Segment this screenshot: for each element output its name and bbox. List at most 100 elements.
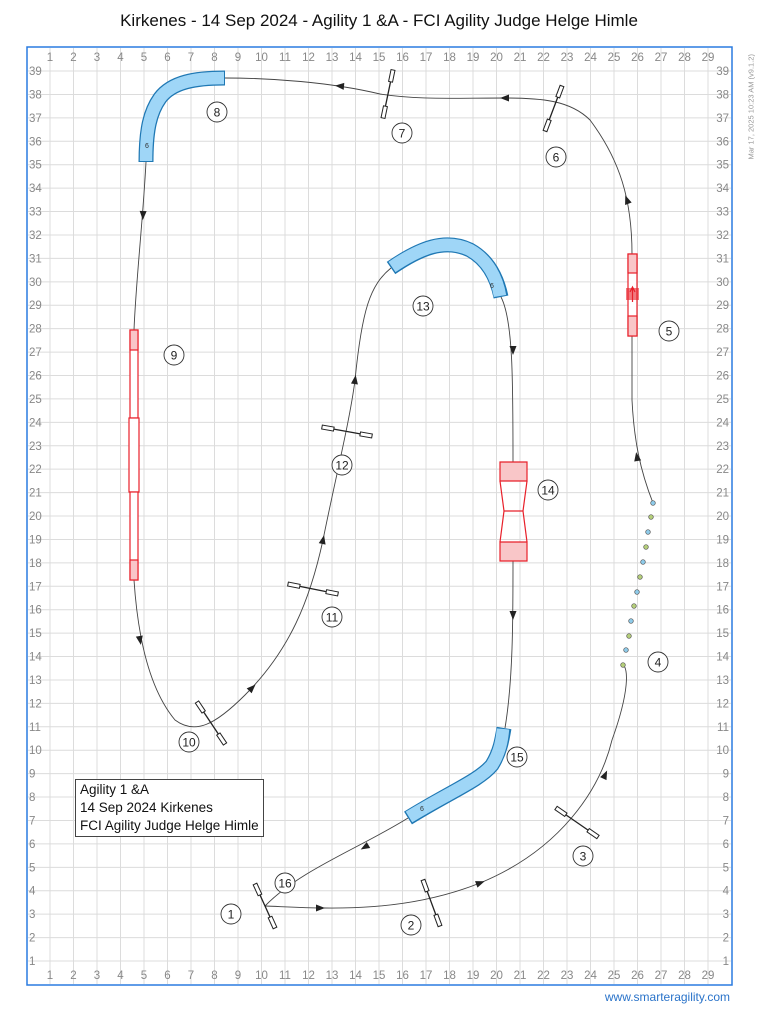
column-label: 27 [655, 970, 668, 982]
column-label: 13 [326, 970, 339, 982]
row-label: 24 [716, 417, 729, 429]
obstacle-number-text: 7 [399, 127, 406, 141]
jump-wing [433, 913, 443, 928]
obstacle-number-2: 2 [400, 914, 422, 936]
row-label: 39 [29, 66, 42, 78]
obstacle-number-11: 11 [321, 606, 343, 628]
legend-class: Agility 1 &A [80, 782, 150, 797]
row-label: 13 [716, 675, 729, 687]
column-label: 16 [396, 52, 409, 64]
column-label: 1 [47, 52, 53, 64]
obstacle-number-16: 16 [274, 872, 296, 894]
column-label: 26 [631, 970, 644, 982]
obstacle-number-15: 15 [506, 746, 528, 768]
row-label: 15 [716, 628, 729, 640]
row-label: 12 [716, 698, 729, 710]
dogwalk-9 [128, 329, 140, 581]
row-label: 18 [29, 558, 42, 570]
row-label: 26 [716, 371, 729, 383]
weave-poles-4 [620, 500, 656, 668]
column-label: 5 [141, 52, 147, 64]
column-label: 15 [373, 970, 386, 982]
obstacle-number-5: 5 [658, 320, 680, 342]
jump [420, 878, 443, 928]
column-label: 4 [117, 52, 124, 64]
column-label: 26 [631, 52, 644, 64]
column-label: 14 [349, 970, 362, 982]
arrow-icon [246, 684, 256, 694]
row-label: 7 [29, 815, 35, 827]
row-label: 28 [29, 324, 42, 336]
row-label: 6 [723, 839, 729, 851]
jump-wing [542, 118, 552, 133]
weave-pole [645, 529, 651, 535]
obstacle-number-8: 8 [206, 101, 228, 123]
obstacle-number-7: 7 [391, 122, 413, 144]
column-label: 10 [255, 970, 268, 982]
row-label: 22 [716, 464, 729, 476]
column-label: 24 [584, 970, 597, 982]
column-label: 27 [655, 52, 668, 64]
weave-pole [620, 662, 626, 668]
row-label: 19 [29, 534, 42, 546]
row-label: 8 [29, 792, 35, 804]
column-label: 9 [235, 52, 241, 64]
column-label: 8 [211, 52, 217, 64]
footer-link[interactable]: www.smarteragility.com [604, 990, 730, 1004]
row-label: 17 [29, 581, 42, 593]
row-label: 25 [29, 394, 42, 406]
row-label: 12 [29, 698, 42, 710]
jump [321, 424, 373, 439]
column-label: 19 [467, 52, 480, 64]
arrow-icon [500, 94, 509, 102]
row-label: 17 [716, 581, 729, 593]
row-label: 6 [29, 839, 35, 851]
column-label: 12 [302, 970, 315, 982]
jump-wing [215, 732, 228, 746]
jump-wing [252, 882, 263, 897]
column-label: 2 [70, 52, 76, 64]
row-label: 10 [29, 745, 42, 757]
row-label: 38 [716, 89, 729, 101]
column-label: 18 [443, 970, 456, 982]
row-label: 20 [716, 511, 729, 523]
row-label: 29 [29, 300, 42, 312]
column-label: 18 [443, 52, 456, 64]
column-label: 22 [537, 52, 550, 64]
column-label: 13 [326, 52, 339, 64]
jump-wing [420, 878, 430, 893]
row-label: 31 [29, 253, 42, 265]
row-label: 2 [723, 933, 729, 945]
jump [542, 84, 565, 133]
obstacle-number-14: 14 [537, 479, 559, 501]
arrow-icon [625, 195, 632, 205]
tunnel-label: 6 [490, 283, 494, 290]
tunnel-8: 6 [138, 70, 226, 163]
row-label: 33 [29, 207, 42, 219]
row-label: 37 [29, 113, 42, 125]
obstacle-number-1: 1 [220, 903, 242, 925]
seesaw-5 [626, 253, 639, 337]
arrow-icon [475, 881, 485, 888]
row-label: 19 [716, 534, 729, 546]
weave-pole [650, 500, 656, 506]
row-label: 14 [29, 652, 42, 664]
row-label: 14 [716, 652, 729, 664]
jump-wing [267, 915, 278, 930]
column-label: 28 [678, 52, 691, 64]
column-label: 11 [279, 970, 291, 982]
column-label: 12 [302, 52, 315, 64]
row-label: 15 [29, 628, 42, 640]
jump [194, 700, 228, 746]
jump-wing [325, 589, 339, 597]
row-label: 23 [716, 441, 729, 453]
jump-wing [586, 827, 600, 840]
arrow-icon [139, 210, 147, 220]
column-label: 4 [117, 970, 124, 982]
legend-date-location: 14 Sep 2024 Kirkenes [80, 800, 213, 815]
row-label: 33 [716, 207, 729, 219]
tunnel-label: 6 [145, 143, 149, 150]
row-label: 21 [716, 488, 729, 500]
